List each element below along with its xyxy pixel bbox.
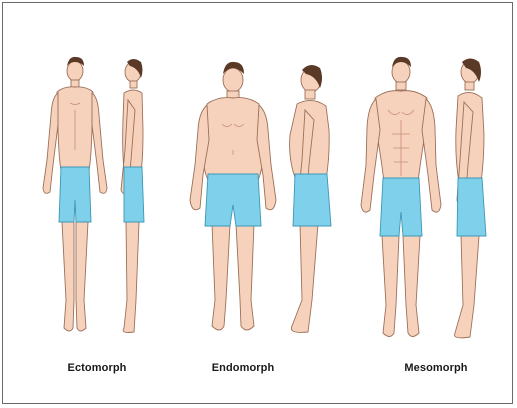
ectomorph-side-figure <box>121 59 144 333</box>
label-mesomorph: Mesomorph <box>381 362 491 374</box>
endomorph-front-figure <box>190 62 276 330</box>
ectomorph-front-figure <box>43 57 107 331</box>
mesomorph-front-figure <box>361 57 441 337</box>
mesomorph-side-figure <box>455 59 486 338</box>
label-ectomorph: Ectomorph <box>42 362 152 374</box>
endomorph-side-figure <box>290 65 331 332</box>
label-endomorph: Endomorph <box>188 362 298 374</box>
